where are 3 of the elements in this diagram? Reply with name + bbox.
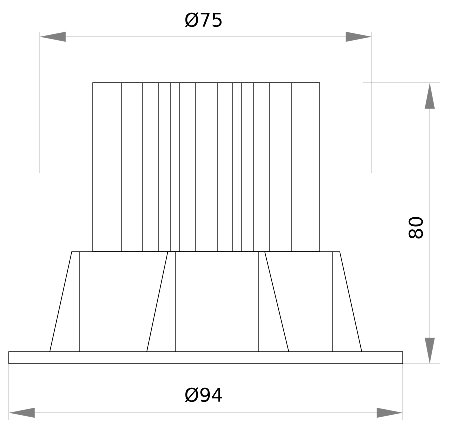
dimension-label: Ø94 xyxy=(185,387,222,403)
dimension-label: 80 xyxy=(408,217,424,239)
dimension-label: Ø75 xyxy=(185,12,222,28)
